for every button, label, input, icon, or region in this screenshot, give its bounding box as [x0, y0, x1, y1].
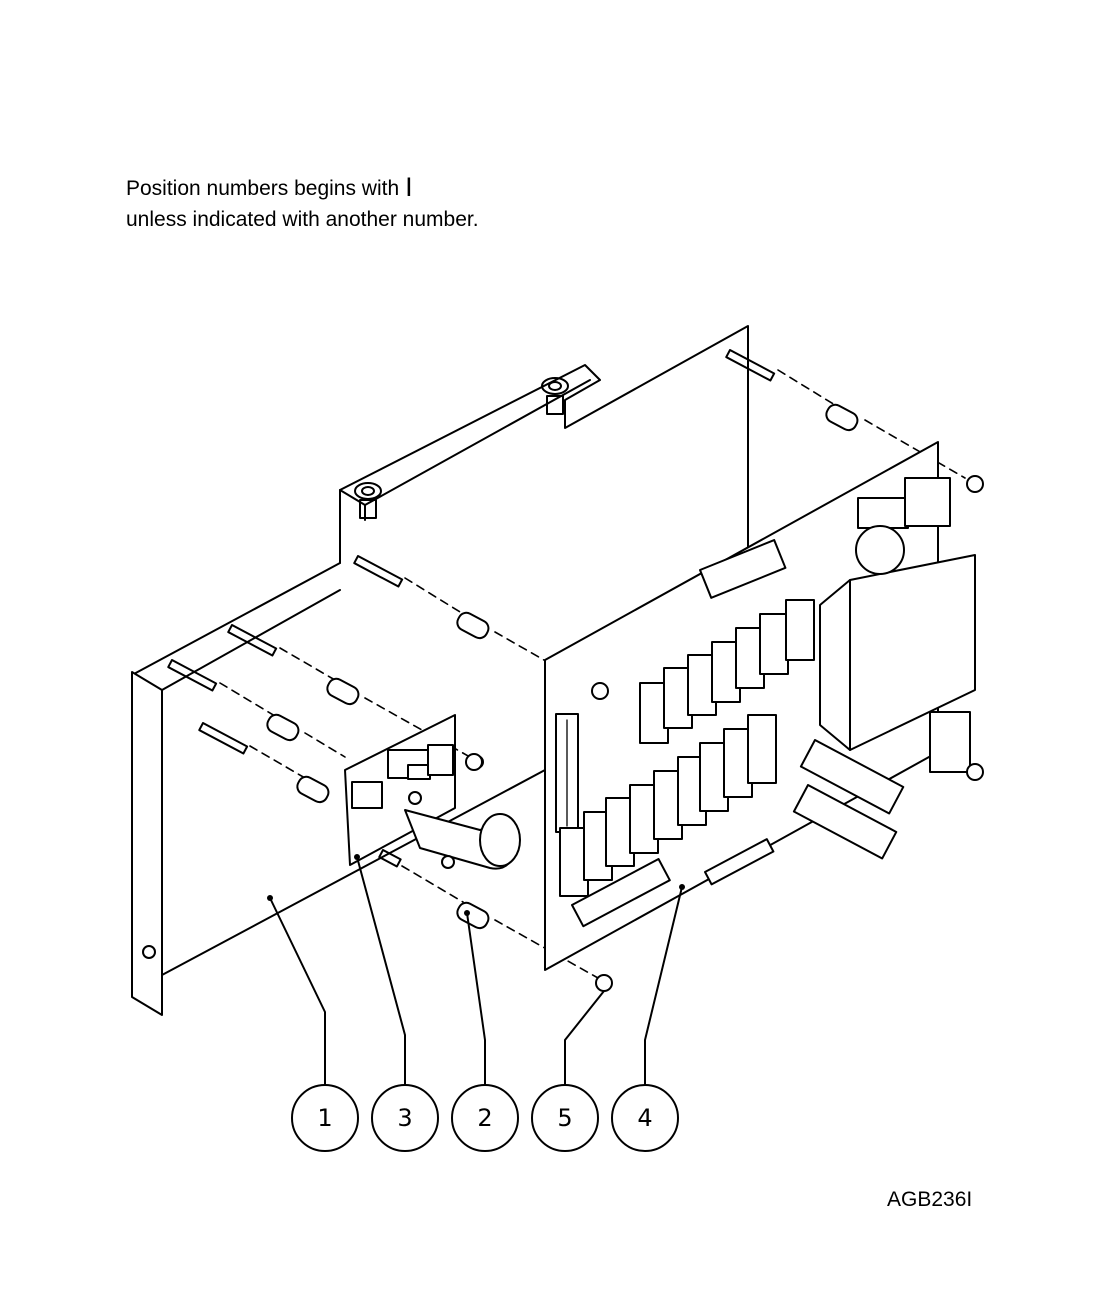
spacer	[456, 901, 490, 930]
spacer	[296, 775, 330, 804]
leader-2	[466, 912, 486, 1086]
balloon-2: 2	[451, 1084, 519, 1152]
note-line-1-text: Position numbers begins with	[126, 177, 400, 200]
nut	[966, 763, 984, 781]
main-circuit-board	[544, 441, 976, 971]
spacers	[266, 403, 859, 930]
small-circuit-board	[344, 714, 521, 870]
balloon-5: 5	[531, 1084, 599, 1152]
drawing-code: AGB236I	[887, 1188, 973, 1211]
balloon-4-label: 4	[637, 1104, 652, 1132]
balloon-4: 4	[611, 1084, 679, 1152]
leader-3	[356, 856, 406, 1086]
spacer	[825, 403, 859, 432]
nut	[591, 682, 609, 700]
balloon-2-label: 2	[477, 1104, 492, 1132]
leader-4	[644, 886, 683, 1086]
relay-row-upper	[639, 599, 815, 744]
position-balloons: 1 3 2 5 4	[291, 1084, 679, 1152]
balloon-5-label: 5	[557, 1104, 572, 1132]
note-line-2: unless indicated with another number.	[126, 208, 479, 231]
spacer	[326, 677, 360, 706]
spacer	[456, 611, 490, 640]
position-prefix-letter: I	[405, 172, 413, 202]
nuts	[465, 475, 984, 992]
balloon-1-label: 1	[317, 1104, 332, 1132]
balloon-3: 3	[371, 1084, 439, 1152]
relay-row-lower	[559, 714, 777, 897]
nut	[465, 753, 483, 771]
balloon-1: 1	[291, 1084, 359, 1152]
leader-lines	[269, 856, 683, 1086]
leader-5	[564, 990, 605, 1086]
terminal-block	[571, 857, 671, 928]
mounting-hole	[142, 945, 156, 959]
spacer	[266, 713, 300, 742]
nut	[966, 475, 984, 493]
leader-1	[269, 897, 326, 1086]
balloon-3-label: 3	[397, 1104, 412, 1132]
nut	[595, 974, 613, 992]
